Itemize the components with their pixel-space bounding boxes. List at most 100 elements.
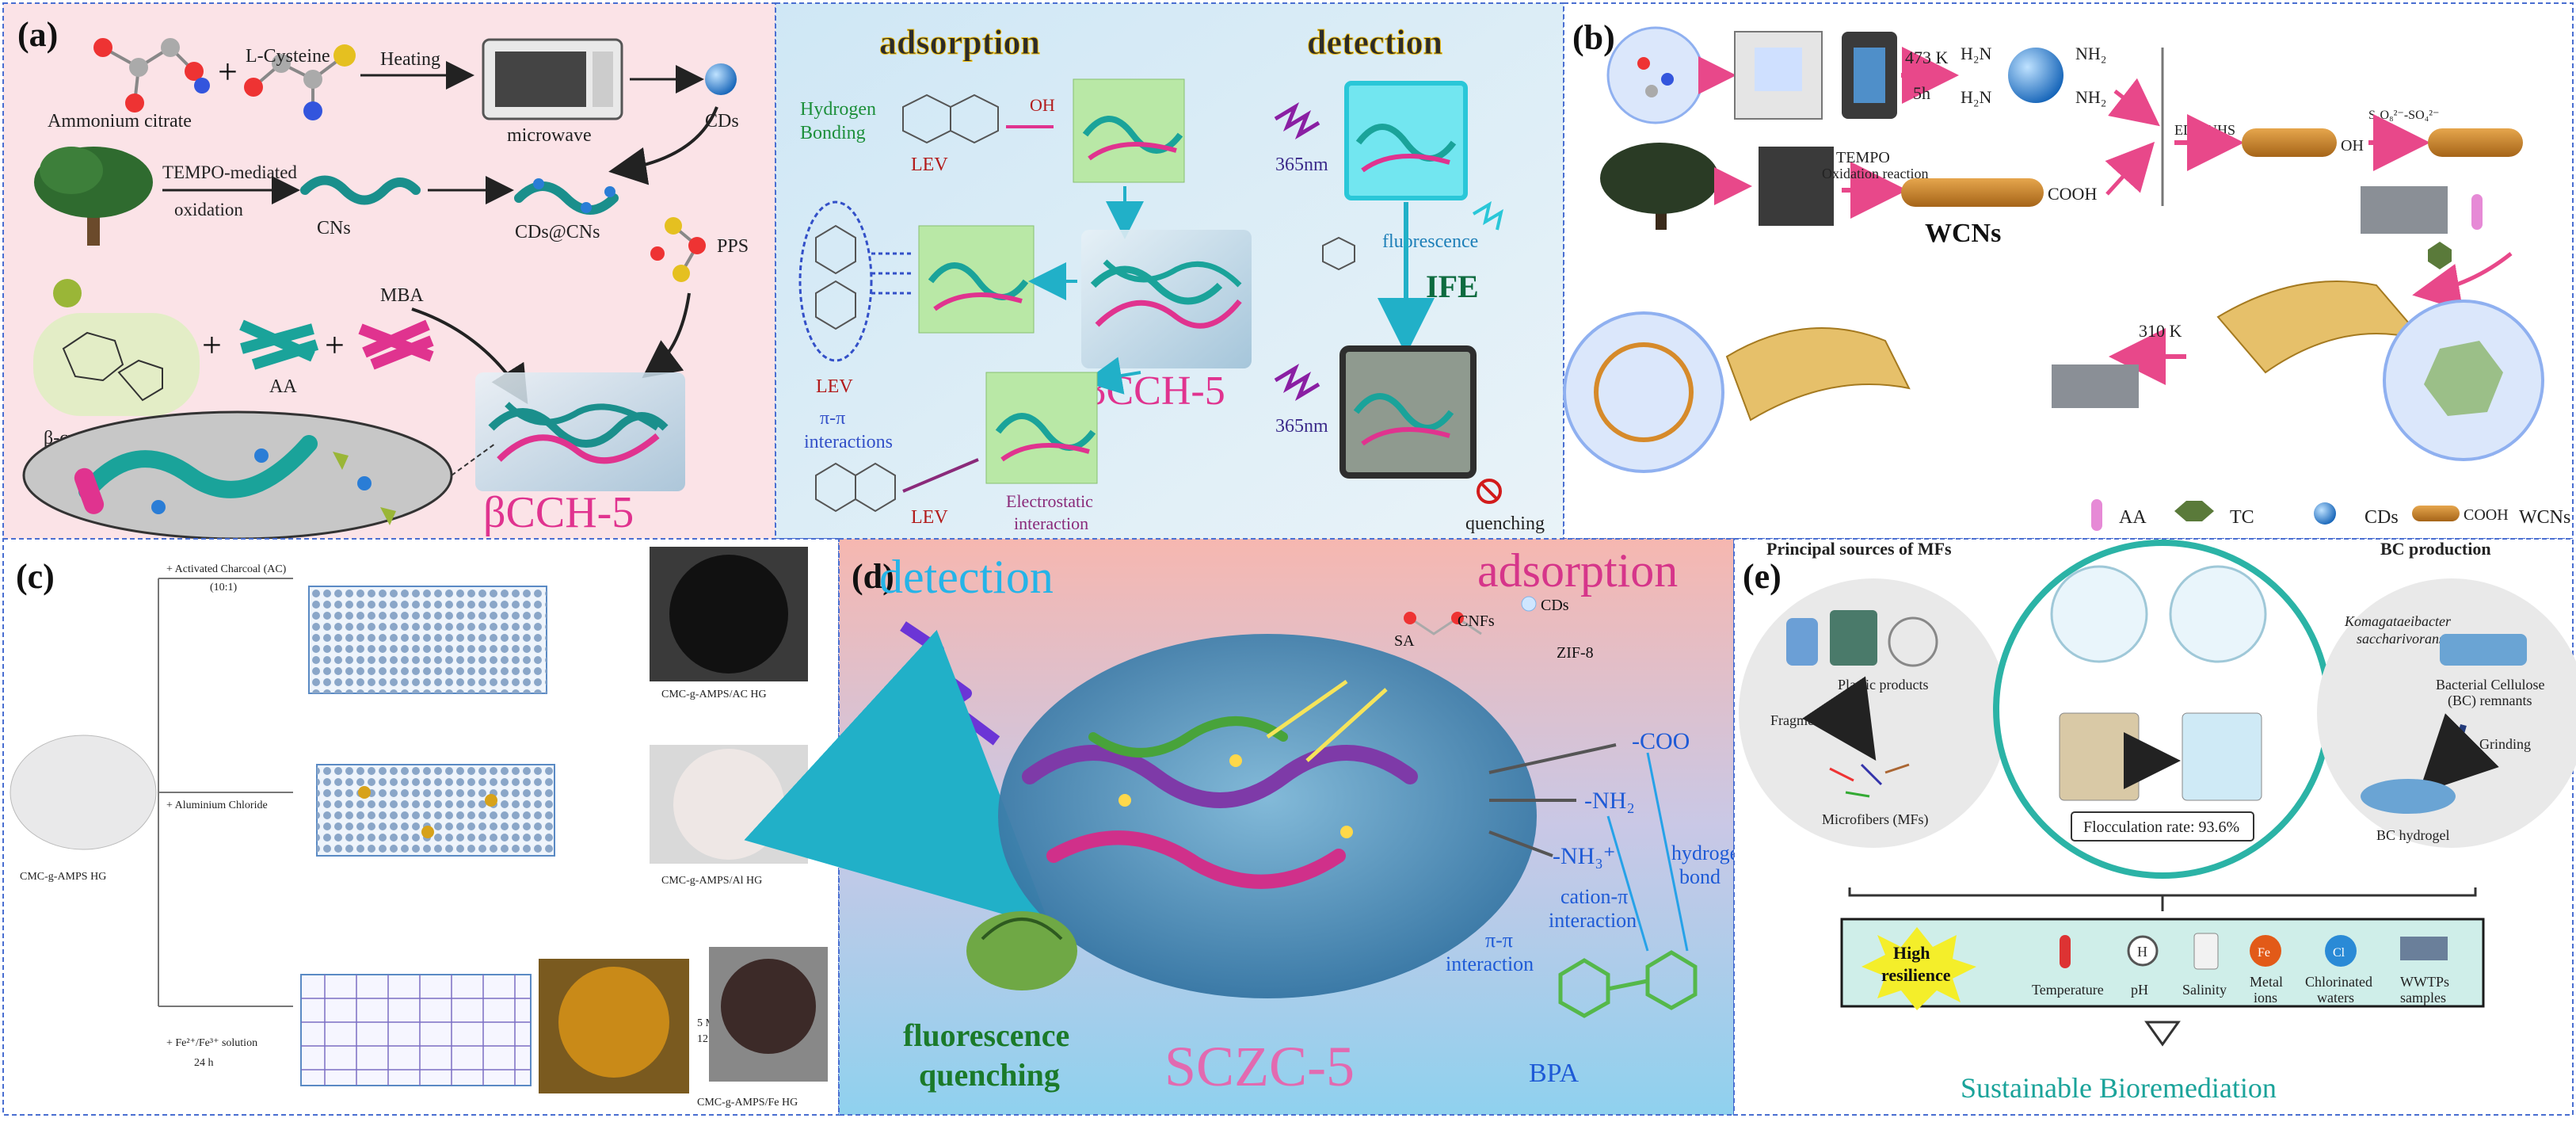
legend-aa-icon [2091,499,2102,531]
metal-label-2: ions [2254,990,2277,1006]
nh3-bond [1488,830,1553,857]
time3-label: 24 h [194,1057,214,1069]
panel-a-label: (a) [17,15,58,54]
pi-pi-label-1: π-π [820,408,845,429]
product2-label: CMC-g-AMPS/Al HG [661,875,762,887]
aa-label: AA [269,376,297,397]
pi-pi-label-2: interactions [804,432,893,452]
hydrogel-network-icon-right [2216,280,2544,461]
legend-cooh-icon [2412,506,2460,521]
cooh-label: COOH [2048,184,2097,204]
l-cysteine-molecule-icon [244,44,356,120]
instrument-icon [2361,186,2448,234]
adsorption-title: adsorption [879,23,1040,62]
panel-c: (c) CMC-g-AMPS HG + Activated Charcoal (… [2,538,840,1116]
edc-nhs-label: EDC/NHS [2174,122,2235,138]
bpa-label: BPA [1529,1059,1579,1088]
plus-sign-2: + [202,326,222,364]
chlorinated-label-2: waters [2317,990,2354,1006]
cation-pi-label-2: interaction [1549,909,1637,932]
wwtps-label-1: WWTPs [2400,974,2449,990]
time1-label: 5h [1913,83,1930,103]
svg-text:H₂N: H₂N [1961,44,1992,63]
bcch-product-label: βCCH-5 [483,488,634,537]
ac-network-icon [308,586,547,694]
hydrogel-network-icon-left [1563,311,1911,473]
chlorinated-label-1: Chlorinated [2305,974,2372,990]
bc-culture-icon [2440,634,2527,666]
pi-pi-d-label-1: π-π [1485,929,1513,952]
sources-title: Principal sources of MFs [1766,539,1952,559]
zif8-label: ZIF-8 [1557,644,1594,662]
product3-label: CMC-g-AMPS/Fe HG [697,1097,798,1109]
lev-molecule-icon-4 [1322,236,1355,271]
panel-d-label: (d) [852,557,894,596]
metal-ion-icon [2250,935,2281,967]
detection-d-title: detection [879,551,1054,603]
cyclodextrin-structure-icon [33,313,200,416]
pulp-icon [1759,147,1834,226]
panel-b-label: (b) [1572,18,1615,57]
salinity-label: Salinity [2182,982,2227,998]
ratio1-label: (10:1) [210,582,238,593]
lev-label-1: LEV [911,155,948,175]
salinity-icon [2193,933,2219,970]
bc-remnants-label-2: (BC) remnants [2448,693,2532,709]
lev-label-2: LEV [816,376,853,397]
adsorption-cube-top [1073,78,1185,183]
bcch-center-label: βCCH-5 [1085,368,1225,414]
fragmentation-label: Fragmentation [1770,712,1854,728]
cns-label: CNs [317,218,351,239]
komaga-label-1: Komagataeibacter [2344,613,2452,629]
high-resilience-label-1: High [1893,943,1930,963]
panel-b-legend: AA TC CDs COOH WCNs [2091,499,2570,531]
cds-d-icon [1521,596,1537,612]
electrostatic-label-1: Electrostatic [1006,491,1093,511]
cds-cns-label: CDs@CNs [515,222,600,242]
oxidation-reaction-label: Oxidation reaction [1822,166,1928,181]
hydrogen-bonding-label-1: Hydrogen [800,99,876,120]
legend-tc-label: TC [2230,507,2254,528]
fluorescent-cube-icon [1344,81,1468,200]
quenching-icon [1477,479,1502,504]
fluorescence-d-label: fluorescence [903,1017,1069,1053]
legend-cooh-label: COOH [2464,506,2509,524]
legend-cds-label: CDs [2365,507,2399,528]
fe-network-icon [300,974,532,1086]
uv-light-icon-1 [1274,102,1320,139]
plus-sign: + [218,52,238,91]
tree-icon [34,147,153,246]
zoom-ellipse-icon [22,410,453,540]
legend-cds-icon [2314,502,2336,525]
ph-icon [2127,935,2159,967]
hydrogen-bond-label-2: bond [1679,865,1721,888]
down-triangle-icon [2144,1021,2181,1047]
balance-icon [1734,31,1823,120]
quenching-label: quenching [1465,513,1545,534]
emission-arrow-icon [744,629,1051,928]
wwtps-label-2: samples [2400,990,2446,1006]
metal-label-1: Metal [2250,974,2283,990]
pps-molecule-icon [650,217,706,282]
lev-molecule-icon-3 [815,462,896,513]
temperature-label: Temperature [2032,982,2104,998]
sustainable-label: Sustainable Bioremediation [1961,1072,2277,1104]
ph-label: pH [2131,982,2148,998]
panel-e-label: (e) [1743,557,1781,596]
hydrogel-block-icon [475,372,685,491]
sa-label: SA [1394,632,1415,650]
adsorption-cube-left [918,225,1035,334]
wwtp-icon [2400,937,2448,960]
coo-label: -COO [1632,728,1690,754]
legend-tc-icon [2174,501,2214,521]
oh-rod-label: OH [2341,137,2364,155]
ammonium-citrate-molecule-icon [93,38,210,113]
heating-label: Heating [380,49,440,70]
cds-d-label: CDs [1541,597,1569,614]
mba-icon [358,319,434,370]
svg-text:H₂N: H₂N [1961,87,1992,107]
quenching-d-label: quenching [919,1057,1060,1093]
svg-text:NH₂: NH₂ [2075,87,2106,107]
microwave-icon [482,38,623,120]
